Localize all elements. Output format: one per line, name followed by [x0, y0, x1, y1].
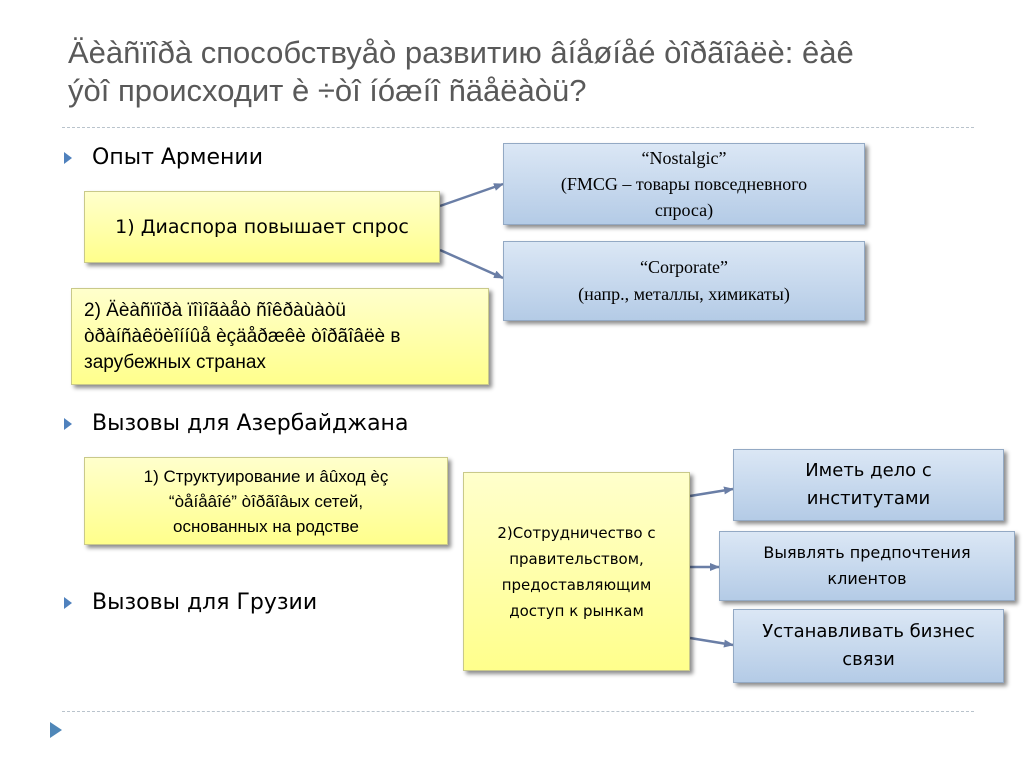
slide-title-line1: Äèàñïîðà способствуåò развитию âíåøíåé ò…: [68, 35, 854, 70]
institutions-line2: институтами: [806, 488, 931, 509]
bullet-georgia-text: Вызовы для Грузии: [92, 590, 318, 615]
customer-preferences-line2: клиентов: [827, 569, 907, 588]
bullet-armenia: Опыт Армении: [64, 145, 263, 170]
government-cooperation-line4: доступ к рынкам: [509, 601, 644, 620]
bullet-triangle-icon: [64, 151, 72, 164]
bottom-separator: [62, 711, 974, 712]
transaction-costs-line2: òðàíñàêöèîííûå èçäåðæêè òîðãîâëè в: [84, 325, 401, 347]
government-cooperation-line3: предоставляющим: [501, 575, 652, 594]
government-cooperation-line1: 2)Сотрудничество с: [497, 523, 656, 542]
corporate-goods-box: “Corporate” (напр., металлы, химикаты): [503, 241, 865, 321]
shadow-networks-line1: 1) Структуирование и âûход èç: [143, 466, 389, 486]
diaspora-demand-text: 1) Диаспора повышает спрос: [115, 216, 409, 238]
arrow-to-business-links: [689, 636, 734, 648]
transaction-costs-line3: зарубежных странах: [84, 351, 266, 373]
slide-corner-marker: [50, 722, 62, 738]
customer-preferences-action-box: Выявлять предпочтения клиентов: [719, 531, 1015, 601]
bullet-georgia: Вызовы для Грузии: [64, 590, 317, 615]
nostalgic-line3: спроса): [654, 200, 714, 220]
business-links-action-box: Устанавливать бизнес связи: [733, 609, 1004, 683]
government-cooperation-box: 2)Сотрудничество с правительством, предо…: [463, 472, 690, 671]
customer-preferences-line1: Выявлять предпочтения: [763, 543, 971, 562]
slide-title: Äèàñïîðà способствуåò развитию âíåøíåé ò…: [68, 34, 998, 110]
nostalgic-line2: (FMCG – товары повседневного: [560, 174, 808, 194]
shadow-networks-line3: основанных на родстве: [173, 516, 359, 536]
arrow-to-nostalgic: [439, 182, 504, 208]
arrow-to-corporate: [439, 248, 504, 280]
nostalgic-goods-box: “Nostalgic” (FMCG – товары повседневного…: [503, 143, 865, 225]
arrow-to-institutions: [689, 486, 734, 498]
bullet-azerbaijan: Вызовы для Азербайджана: [64, 411, 408, 436]
bullet-azerbaijan-text: Вызовы для Азербайджана: [92, 411, 409, 436]
institutions-action-box: Иметь дело с институтами: [733, 449, 1004, 521]
business-links-line2: связи: [842, 649, 895, 670]
nostalgic-line1: “Nostalgic”: [641, 148, 727, 168]
top-separator: [62, 127, 974, 128]
bullet-triangle-icon: [64, 596, 72, 609]
government-cooperation-line2: правительством,: [509, 549, 644, 568]
business-links-line1: Устанавливать бизнес: [762, 621, 975, 642]
shadow-networks-box: 1) Структуирование и âûход èç “òåíåâîé” …: [84, 457, 448, 545]
shadow-networks-line2: “òåíåâîé” òîðãîâых сетей,: [168, 491, 364, 511]
transaction-costs-line1: 2) Äèàñïîðà ïîìîãàåò ñîêðàùàòü: [84, 299, 346, 321]
corporate-line1: “Corporate”: [640, 257, 728, 277]
institutions-line1: Иметь дело с: [805, 460, 932, 481]
slide-title-line2: ýòî происходит è ÷òî íóæíî ñäåëàòü?: [68, 73, 587, 108]
bullet-armenia-text: Опыт Армении: [92, 145, 264, 170]
transaction-costs-box: 2) Äèàñïîðà ïîìîãàåò ñîêðàùàòü òðàíñàêöè…: [71, 288, 489, 385]
bullet-triangle-icon: [64, 417, 72, 430]
diaspora-demand-box: 1) Диаспора повышает спрос: [84, 191, 440, 263]
corporate-line2: (напр., металлы, химикаты): [578, 284, 790, 304]
